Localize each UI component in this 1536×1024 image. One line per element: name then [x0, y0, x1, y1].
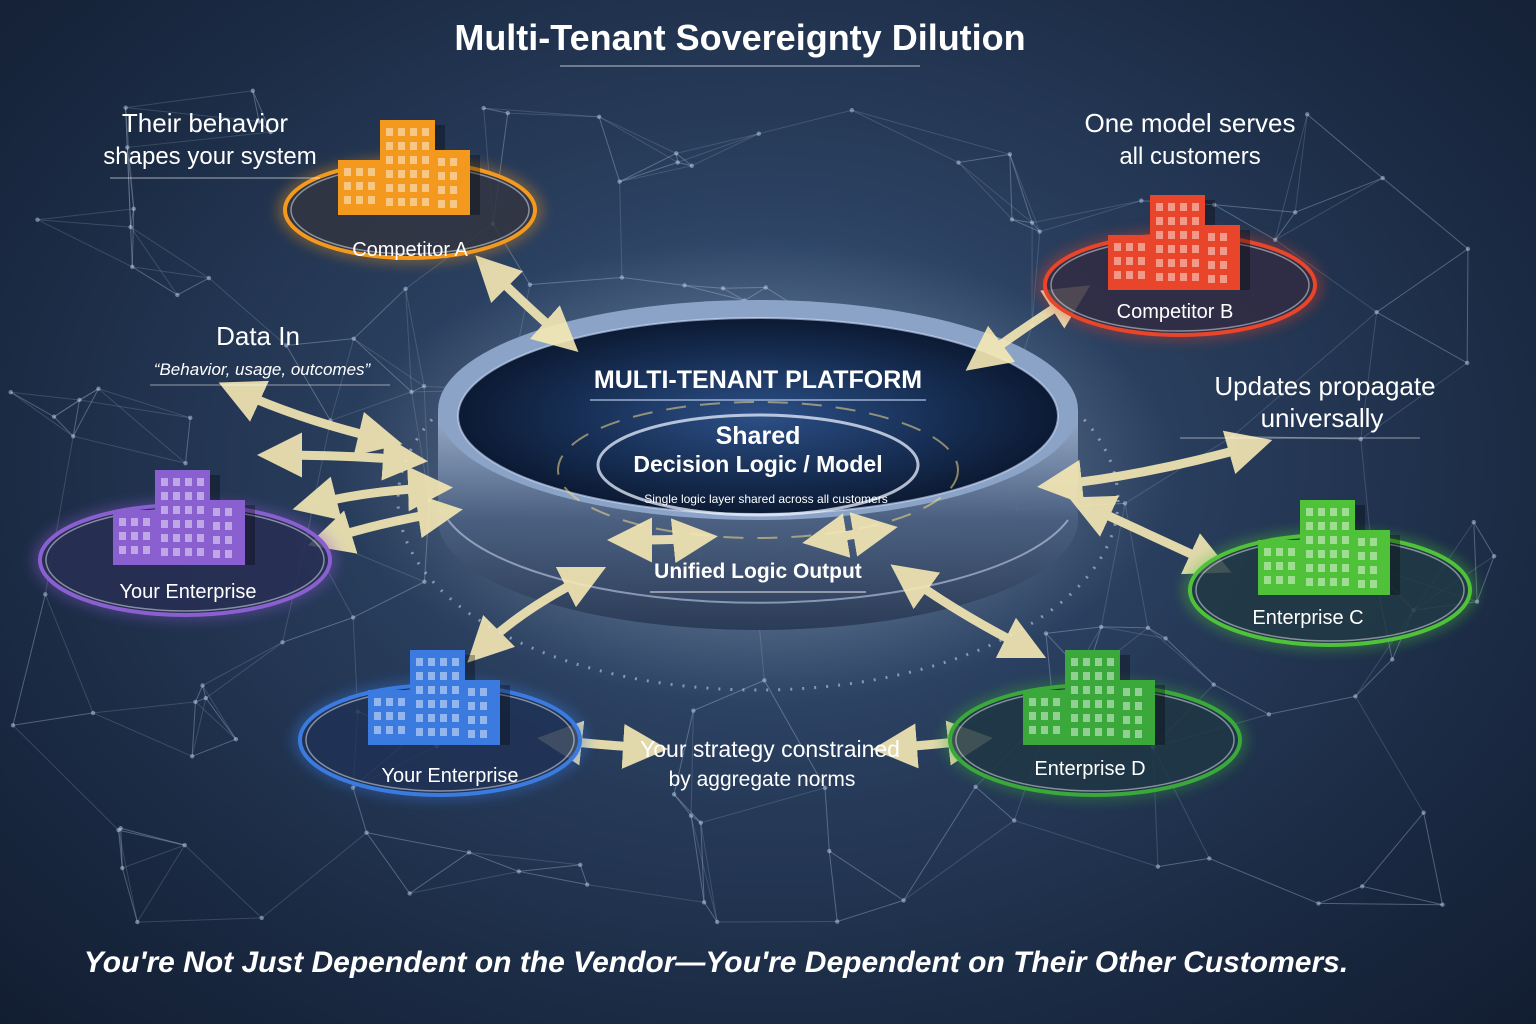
tenant-competitor-a-label: Competitor A — [352, 239, 468, 261]
platform-header: MULTI-TENANT PLATFORM — [594, 366, 922, 394]
core-note: Single logic layer shared across all cus… — [644, 492, 887, 506]
arrow-your-enterprise-left-2 — [275, 455, 410, 460]
callout-updates-line-1: Updates propagate — [1214, 371, 1435, 401]
callout-model-line-2: all customers — [1119, 143, 1260, 170]
arrow-inner-left — [625, 538, 700, 540]
tenant-enterprise-c: Enterprise C — [1182, 500, 1478, 651]
tenant-competitor-a: Competitor A — [277, 120, 543, 264]
tenant-competitor-b: Competitor B — [1037, 195, 1323, 341]
building-icon — [368, 650, 510, 745]
building-icon — [1108, 195, 1250, 290]
page-title: Multi-Tenant Sovereignty Dilution — [454, 17, 1025, 58]
tenant-your-enterprise-left-label: Your Enterprise — [119, 581, 256, 603]
building-icon — [113, 470, 255, 565]
callout-behavior-line-2: shapes your system — [103, 143, 316, 170]
callout-data-in: Data In — [216, 321, 300, 351]
building-icon — [338, 120, 480, 215]
tenant-enterprise-c-label: Enterprise C — [1252, 607, 1363, 629]
platform-output: Unified Logic Output — [654, 560, 862, 583]
tenant-enterprise-d: Enterprise D — [942, 650, 1248, 801]
tenant-your-enterprise-left: Your Enterprise — [32, 470, 338, 621]
callout-strategy-line-1: Your strategy constrained — [640, 736, 900, 762]
core-line-2: Decision Logic / Model — [633, 451, 882, 477]
callout-data-in-sub: “Behavior, usage, outcomes” — [154, 360, 372, 379]
callout-behavior-line-1: Their behavior — [122, 108, 289, 138]
callout-model-line-1: One model serves — [1085, 108, 1296, 138]
building-icon — [1258, 500, 1400, 595]
tenant-your-enterprise-bottom-label: Your Enterprise — [381, 765, 518, 787]
core-line-1: Shared — [716, 422, 801, 450]
building-icon — [1023, 650, 1165, 745]
tenant-enterprise-d-label: Enterprise D — [1034, 758, 1145, 780]
callout-updates-line-2: universally — [1261, 403, 1384, 433]
tenant-your-enterprise-bottom: Your Enterprise — [292, 650, 588, 801]
callout-strategy-line-2: by aggregate norms — [669, 768, 856, 791]
tagline: You're Not Just Dependent on the Vendor—… — [84, 946, 1348, 979]
tenant-competitor-b-label: Competitor B — [1117, 301, 1234, 323]
